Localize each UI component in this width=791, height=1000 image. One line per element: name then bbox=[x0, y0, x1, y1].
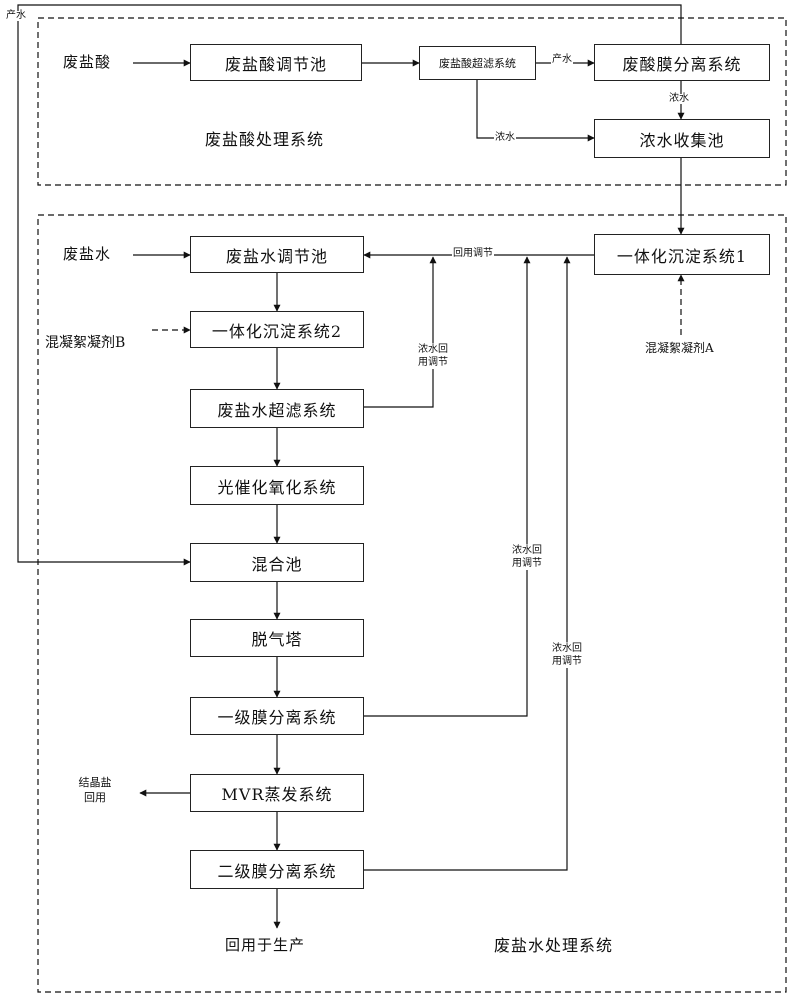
input-waste-saline: 废盐水 bbox=[63, 245, 112, 263]
saline-system-title: 废盐水处理系统 bbox=[494, 936, 614, 955]
recycle-line-mem2 bbox=[364, 256, 571, 871]
photocatalytic-oxidation-system: 光催化氧化系统 bbox=[190, 466, 364, 505]
secondary-membrane-separation-system: 二级膜分离系统 bbox=[190, 850, 364, 889]
saline-ultrafiltration-system: 废盐水超滤系统 bbox=[190, 389, 364, 428]
product-water-bypass bbox=[17, 4, 682, 566]
arrow-uf-conc bbox=[476, 80, 595, 142]
label-concentrate-recycle-3: 浓水回用调节 bbox=[552, 642, 582, 668]
label-concentrate-2: 浓水 bbox=[494, 132, 516, 143]
acid-ultrafiltration-system: 废盐酸超滤系统 bbox=[419, 46, 536, 80]
acid-membrane-separation-system: 废酸膜分离系统 bbox=[594, 44, 770, 81]
recycle-line-uf bbox=[364, 256, 437, 408]
primary-membrane-separation-system: 一级膜分离系统 bbox=[190, 697, 364, 735]
acid-system-region bbox=[37, 17, 787, 186]
label-reuse-in-production: 回用于生产 bbox=[225, 936, 306, 954]
mixing-pool: 混合池 bbox=[190, 543, 364, 582]
label-concentrate-1: 浓水 bbox=[668, 93, 690, 104]
recycle-line-mem1 bbox=[364, 256, 531, 717]
saline-system-region bbox=[37, 214, 787, 993]
concentrate-collection-pool: 浓水收集池 bbox=[594, 119, 770, 158]
integrated-sedimentation-system-2: 一体化沉淀系统2 bbox=[190, 311, 364, 348]
integrated-sedimentation-system-1: 一体化沉淀系统1 bbox=[594, 234, 770, 275]
input-coagulant-a: 混凝絮凝剂A bbox=[645, 341, 714, 355]
label-recycle-adjust: 回用调节 bbox=[452, 248, 494, 259]
label-concentrate-recycle-1: 浓水回用调节 bbox=[418, 343, 448, 369]
saline-regulating-pool: 废盐水调节池 bbox=[190, 236, 364, 273]
label-product-water: 产水 bbox=[551, 54, 573, 65]
mvr-evaporation-system: MVR蒸发系统 bbox=[190, 774, 364, 812]
input-coagulant-b: 混凝絮凝剂B bbox=[45, 335, 126, 351]
acid-system-title: 废盐酸处理系统 bbox=[205, 130, 325, 149]
label-salt-recycle: 结晶盐回用 bbox=[78, 776, 112, 804]
acid-regulating-pool: 废盐酸调节池 bbox=[190, 44, 362, 81]
degassing-tower: 脱气塔 bbox=[190, 619, 364, 657]
label-product-water-bypass: 产水 bbox=[5, 10, 27, 21]
label-concentrate-recycle-2: 浓水回用调节 bbox=[512, 544, 542, 570]
input-waste-acid: 废盐酸 bbox=[63, 53, 112, 71]
